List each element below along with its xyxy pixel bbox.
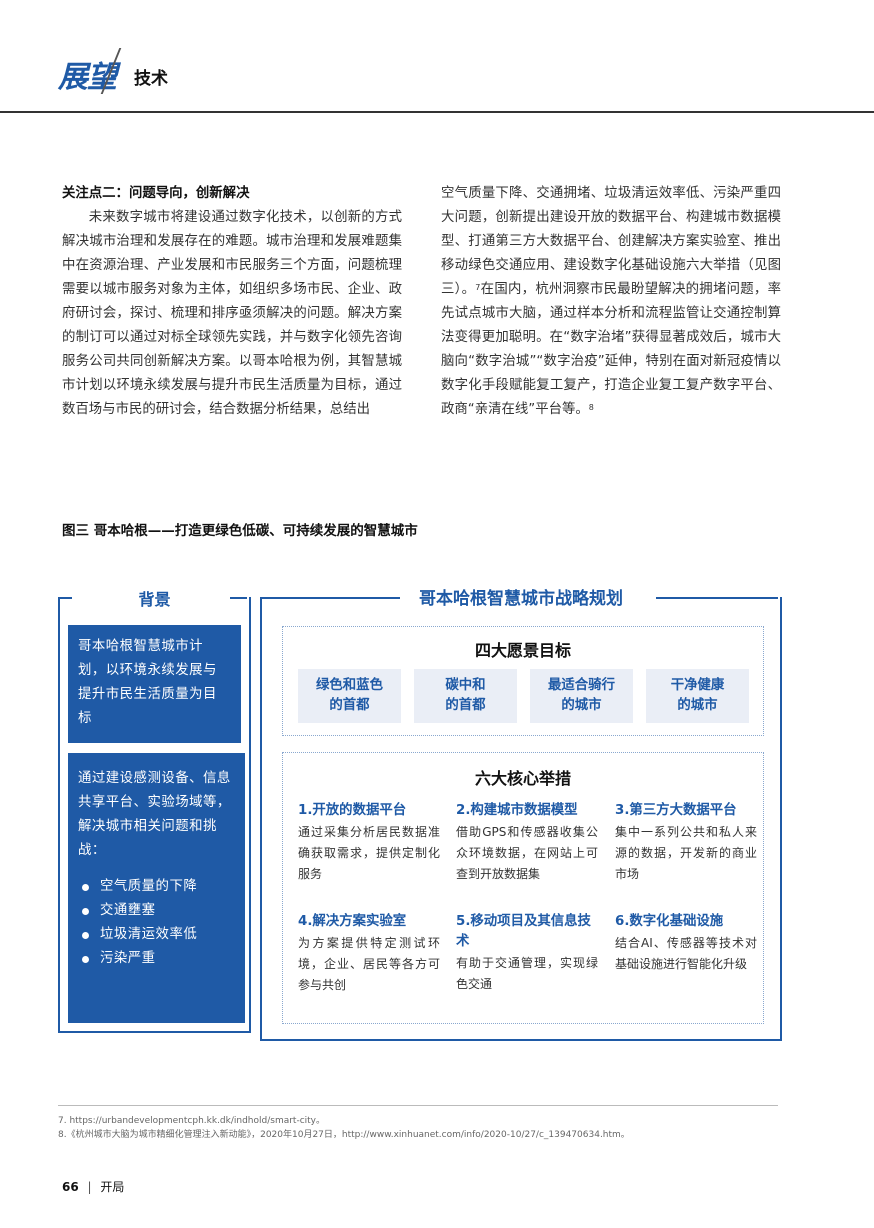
page-number: 66 [62,1180,79,1194]
footnote-ref-8: 8 [588,403,594,412]
challenge-list: 空气质量的下降 交通壅塞 垃圾清运效率低 污染严重 [78,875,237,971]
goals-box: 四大愿景目标 绿色和蓝色的首都 碳中和的首都 最适合骑行的城市 干净健康的城市 [282,626,764,736]
measure-item-2: 2.构建城市数据模型 借助GPS和传感器收集公众环境数据，在网站上可查到开放数据… [456,801,598,885]
measure-desc: 集中一系列公共和私人来源的数据，开发新的商业市场 [615,825,757,881]
measure-title: 3.第三方大数据平台 [615,803,737,818]
goal-line: 的城市 [677,698,718,713]
left-paragraph: 未来数字城市将建设通过数字化技术，以创新的方式解决城市治理和发展存在的难题。城市… [62,210,402,417]
footnote-7: 7. https://urbandevelopmentcph.kk.dk/ind… [58,1116,326,1126]
measure-title: 1.开放的数据平台 [298,803,407,818]
measure-title: 4.解决方案实验室 [298,914,407,929]
footnote-8: 8.《杭州城市大脑为城市精细化管理注入新动能》，2020年10月27日，http… [58,1130,630,1140]
right-paragraph-part-2: 在国内，杭州洞察市民最盼望解决的拥堵问题，率先试点城市大脑，通过样本分析和流程监… [441,282,781,417]
goal-line: 最适合骑行 [548,678,615,693]
measure-item-5: 5.移动项目及其信息技术 有助于交通管理，实现绿色交通 [456,912,598,995]
background-title: 背景 [128,586,181,610]
figure-caption: 图三 哥本哈根——打造更绿色低碳、可持续发展的智慧城市 [62,523,418,539]
goal-line: 干净健康 [670,678,725,693]
page-footer: 66 | 开局 [62,1178,124,1195]
measure-desc: 为方案提供特定测试环境，企业、居民等各方可参与共创 [298,936,440,992]
measure-item-1: 1.开放的数据平台 通过采集分析居民数据准确获取需求，提供定制化服务 [298,801,440,885]
footnote-ref-7: 7 [475,283,481,292]
strategy-panel-frame [260,597,782,1041]
measures-title: 六大核心举措 [474,769,571,788]
goal-card-1: 绿色和蓝色的首都 [298,669,401,723]
subheading: 关注点二：问题导向，创新解决 [62,186,250,201]
goal-card-2: 碳中和的首都 [414,669,517,723]
strategy-title: 哥本哈根智慧城市战略规划 [405,584,637,610]
measure-desc: 通过采集分析居民数据准确获取需求，提供定制化服务 [298,825,440,881]
measure-item-4: 4.解决方案实验室 为方案提供特定测试环境，企业、居民等各方可参与共创 [298,912,440,996]
goal-line: 碳中和 [445,678,486,693]
measure-desc: 有助于交通管理，实现绿色交通 [456,956,598,991]
background-goal-text: 哥本哈根智慧城市计划，以环境永续发展与提升市民生活质量为目标 [78,639,217,726]
panel-title-line [656,597,778,599]
challenge-item: 垃圾清运效率低 [78,923,237,947]
right-paragraph-part-1: 空气质量下降、交通拥堵、垃圾清运效率低、污染严重四大问题，创新提出建设开放的数据… [441,186,781,297]
goal-card-3: 最适合骑行的城市 [530,669,633,723]
page-separator: | [87,1180,92,1194]
goals-title: 四大愿景目标 [474,641,571,660]
page-label: 开局 [100,1180,125,1194]
left-column: 关注点二：问题导向，创新解决 未来数字城市将建设通过数字化技术，以创新的方式解决… [62,182,402,422]
challenge-item: 污染严重 [78,947,237,971]
panel-title-line [58,597,72,599]
measure-title: 5.移动项目及其信息技术 [456,914,591,949]
background-challenges-intro: 通过建设感测设备、信息共享平台、实验场域等，解决城市相关问题和挑战： [78,771,231,858]
goal-card-4: 干净健康的城市 [646,669,749,723]
background-goal-box: 哥本哈根智慧城市计划，以环境永续发展与提升市民生活质量为目标 [68,625,241,743]
goal-line: 的城市 [561,698,602,713]
magazine-logo: 展望 [58,60,117,95]
measure-title: 6.数字化基础设施 [615,914,724,929]
background-title-wrap: 背景 [58,586,251,610]
measure-desc: 借助GPS和传感器收集公众环境数据，在网站上可查到开放数据集 [456,825,598,881]
measure-item-3: 3.第三方大数据平台 集中一系列公共和私人来源的数据，开发新的商业市场 [615,801,757,885]
section-title: 技术 [134,69,168,89]
right-column: 空气质量下降、交通拥堵、垃圾清运效率低、污染严重四大问题，创新提出建设开放的数据… [441,182,781,422]
footnote-rule [58,1105,778,1106]
measure-title: 2.构建城市数据模型 [456,803,578,818]
panel-title-line [260,597,400,599]
goal-line: 的首都 [445,698,486,713]
challenge-item: 空气质量的下降 [78,875,237,899]
measure-desc: 结合AI、传感器等技术对基础设施进行智能化升级 [615,936,757,971]
goal-line: 绿色和蓝色 [316,678,383,693]
measures-box: 六大核心举措 1.开放的数据平台 通过采集分析居民数据准确获取需求，提供定制化服… [282,752,764,1024]
background-challenges-box: 通过建设感测设备、信息共享平台、实验场域等，解决城市相关问题和挑战： 空气质量的… [68,753,245,1023]
right-paragraph: 空气质量下降、交通拥堵、垃圾清运效率低、污染严重四大问题，创新提出建设开放的数据… [441,182,781,422]
measure-item-6: 6.数字化基础设施 结合AI、传感器等技术对基础设施进行智能化升级 [615,912,757,975]
panel-title-line [230,597,247,599]
strategy-title-wrap: 哥本哈根智慧城市战略规划 [260,584,782,610]
header-rule [0,111,874,113]
challenge-item: 交通壅塞 [78,899,237,923]
background-panel-frame [58,597,251,1033]
goal-line: 的首都 [329,698,370,713]
